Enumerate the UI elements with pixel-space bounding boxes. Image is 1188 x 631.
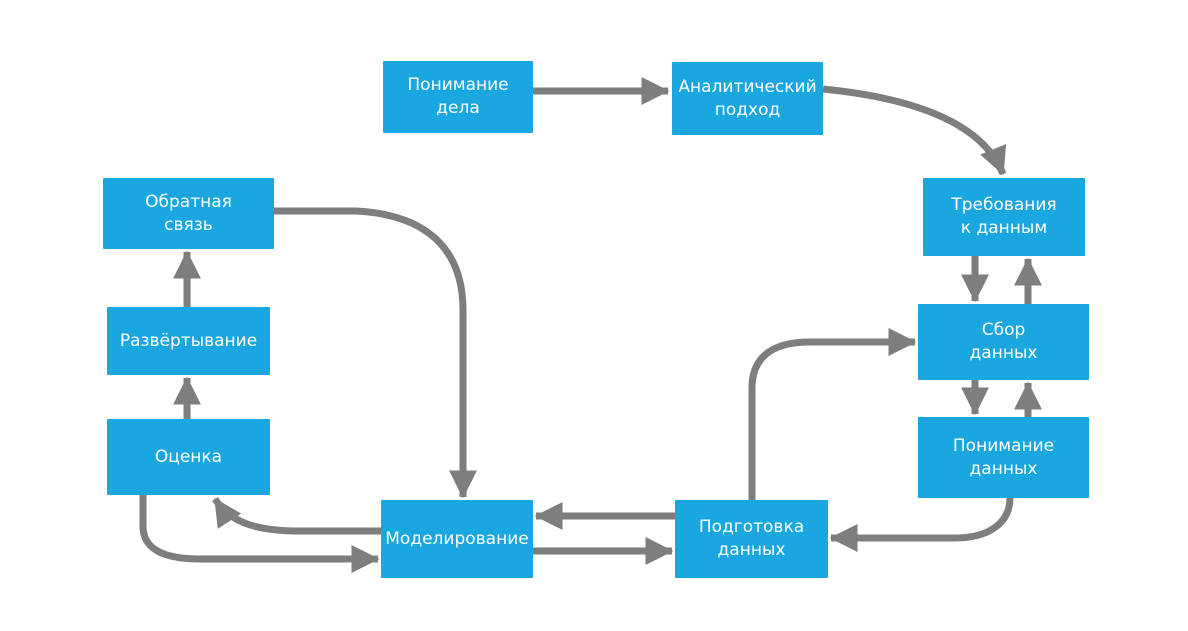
node-modeling: Моделирование <box>381 500 533 578</box>
node-evaluation: Оценка <box>107 419 270 495</box>
edge-modeling-to-evaluation <box>212 496 381 535</box>
edge-understanding-to-preparation <box>829 497 1014 552</box>
node-data-understanding: Понимание данных <box>918 417 1089 498</box>
node-data-collection: Сбор данных <box>918 304 1089 380</box>
edge-feedback-to-modeling <box>274 207 477 499</box>
edge-analytic-to-requirements <box>822 85 1007 176</box>
node-deployment: Развёртывание <box>107 307 270 375</box>
node-data-requirements: Требования к данным <box>923 178 1085 256</box>
edge-evaluation-to-modeling <box>139 495 380 573</box>
node-feedback: Обратная связь <box>103 178 274 249</box>
edge-preparation-to-collection <box>748 328 917 500</box>
node-business-understanding: Понимание дела <box>383 61 533 133</box>
node-analytic-approach: Аналитический подход <box>672 62 823 135</box>
node-data-preparation: Подготовка данных <box>675 500 828 578</box>
